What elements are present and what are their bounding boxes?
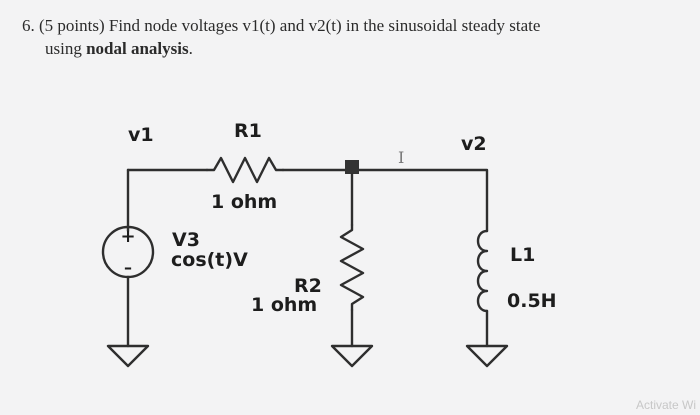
- source-plus-sign: +: [120, 226, 135, 247]
- text-cursor-icon: I: [398, 148, 404, 167]
- ground-symbol-r2: [330, 344, 374, 368]
- r1-name-label: R1: [234, 120, 262, 142]
- l1-value-label: 0.5H: [507, 290, 557, 312]
- question-line-1: (5 points) Find node voltages v1(t) and …: [39, 16, 541, 35]
- activate-windows-watermark: Activate Wi: [635, 398, 696, 412]
- resistor-r1: [205, 156, 285, 184]
- resistor-r2: [339, 223, 365, 312]
- question-number: 6.: [22, 16, 35, 35]
- top-wire-right: [281, 168, 489, 233]
- r1-value-label: 1 ohm: [211, 191, 277, 213]
- node-label-v2: v2: [461, 133, 487, 155]
- question-nodal-analysis: nodal analysis: [86, 39, 189, 58]
- source-name-label: V3: [172, 229, 200, 251]
- question-text: 6. (5 points) Find node voltages v1(t) a…: [22, 14, 682, 60]
- l1-name-label: L1: [510, 244, 535, 266]
- source-value-label: cos(t)V: [171, 249, 248, 271]
- question-line-2: using nodal analysis.: [22, 37, 682, 60]
- node-label-v1: v1: [128, 124, 154, 146]
- source-minus-sign: –: [124, 258, 132, 277]
- r2-value-label: 1 ohm: [251, 294, 317, 316]
- node-v2-junction: [345, 160, 359, 174]
- ground-symbol-v3: [106, 344, 150, 368]
- ground-symbol-l1: [465, 344, 509, 368]
- question-period: .: [188, 39, 193, 58]
- question-using: using: [45, 39, 87, 58]
- inductor-l1: [476, 229, 489, 313]
- r2-name-label: R2: [294, 275, 322, 297]
